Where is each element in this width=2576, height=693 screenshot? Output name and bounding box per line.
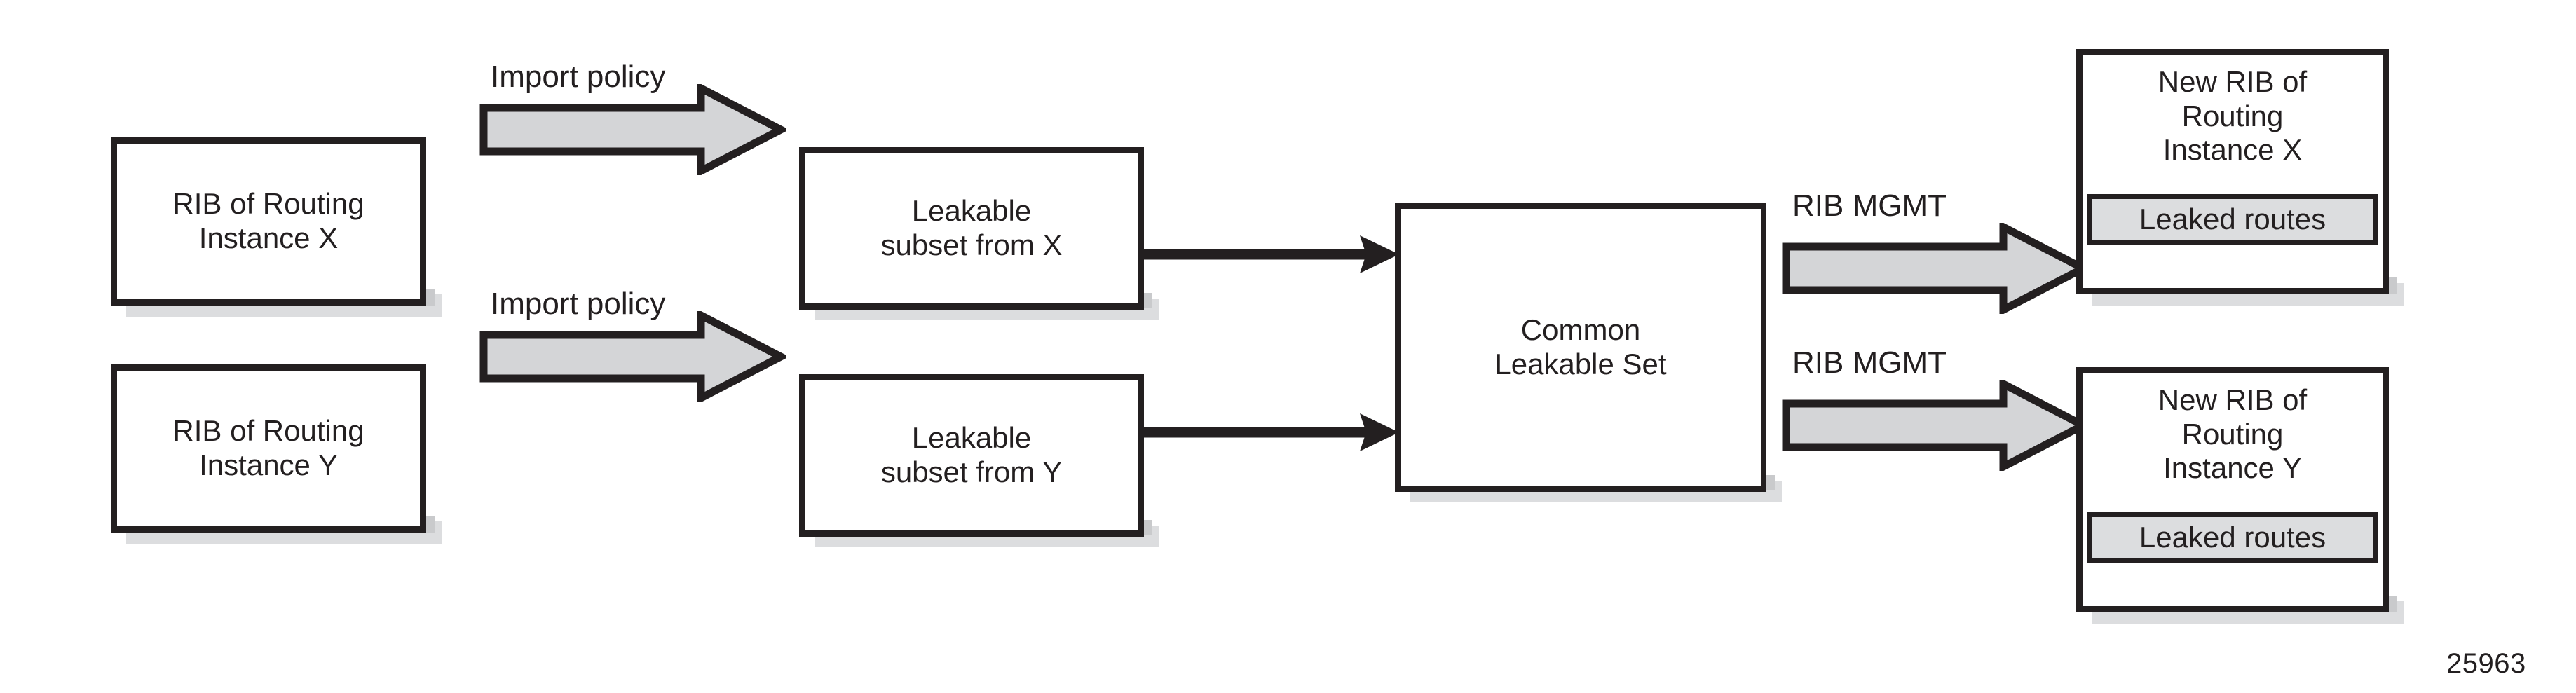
block-arrow-right-icon-import-y (479, 311, 786, 402)
new-rib-y-label-line1: New RIB of (2158, 383, 2308, 416)
block-arrow-right-icon-mgmt-x (1782, 223, 2089, 314)
rib-y-label-line2: Instance Y (199, 448, 338, 481)
new-rib-y-label-line3: Instance Y (2163, 451, 2302, 485)
rib-of-routing-instance-x-box[interactable]: RIB of Routing Instance X (111, 137, 426, 306)
leakable-subset-from-y-box[interactable]: Leakable subset from Y (799, 374, 1144, 537)
leakable-y-label-line1: Leakable (911, 421, 1032, 455)
rib-x-label-line2: Instance X (198, 221, 339, 254)
rib-y-label-line1: RIB of Routing (172, 414, 364, 448)
new-rib-x-label-line2: Routing (2181, 99, 2284, 132)
new-rib-of-routing-instance-y-box[interactable]: New RIB of Routing Instance Y (2076, 367, 2389, 612)
block-arrow-right-icon-mgmt-y (1782, 380, 2089, 471)
rib-x-label-line1: RIB of Routing (172, 187, 364, 221)
leakable-x-label-line2: subset from X (880, 228, 1063, 261)
rib-of-routing-instance-y-box[interactable]: RIB of Routing Instance Y (111, 364, 426, 533)
new-rib-x-label-line3: Instance X (2162, 133, 2303, 167)
common-leakable-set-label-line2: Leakable Set (1494, 348, 1667, 380)
arrow-right-icon-y-to-common (1138, 413, 1399, 451)
common-leakable-set-label-line1: Common (1520, 313, 1641, 347)
leaked-routes-plate-x[interactable]: Leaked routes (2087, 194, 2378, 245)
leakable-subset-from-x-box[interactable]: Leakable subset from X (799, 147, 1144, 310)
figure-number: 25963 (2446, 648, 2526, 679)
leakable-y-label-line2: subset from Y (880, 455, 1063, 488)
rib-mgmt-label-y: RIB MGMT (1792, 345, 1947, 380)
block-arrow-right-icon-import-x (479, 84, 786, 175)
common-leakable-set-box[interactable]: Common Leakable Set (1395, 203, 1766, 492)
rib-mgmt-label-x: RIB MGMT (1792, 188, 1947, 223)
import-policy-label-x: Import policy (491, 60, 666, 94)
new-rib-of-routing-instance-x-box[interactable]: New RIB of Routing Instance X (2076, 49, 2389, 294)
leaked-routes-plate-y[interactable]: Leaked routes (2087, 512, 2378, 563)
new-rib-y-label-line2: Routing (2181, 417, 2284, 451)
new-rib-x-label-line1: New RIB of (2158, 65, 2308, 98)
leakable-x-label-line1: Leakable (911, 194, 1032, 228)
arrow-right-icon-x-to-common (1138, 235, 1399, 273)
import-policy-label-y: Import policy (491, 287, 666, 321)
